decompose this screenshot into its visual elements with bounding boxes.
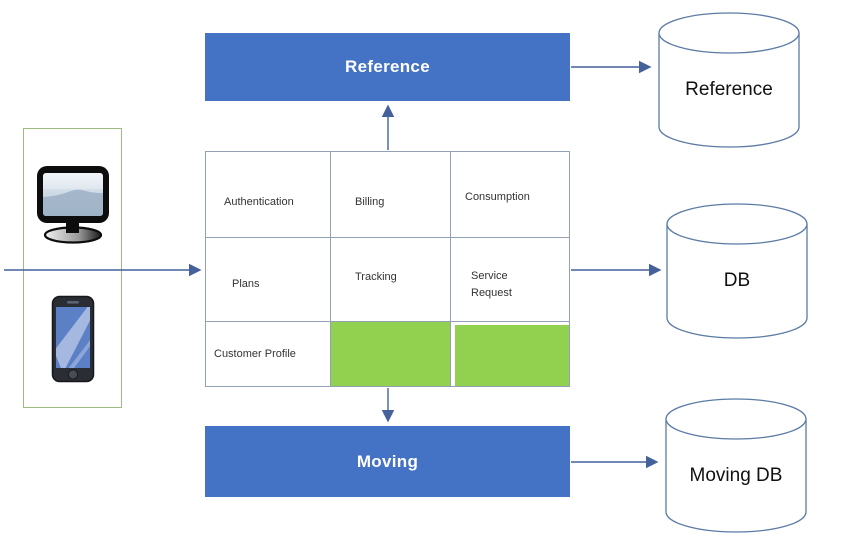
cylinder-shape [658,12,800,148]
moving-db-label: Moving DB [689,464,783,486]
grid-cell-customer-profile: Customer Profile [206,322,331,386]
moving-bar: Moving [205,426,570,497]
reference-db-cylinder: Reference [657,11,801,149]
grid-cell-authentication: Authentication [206,152,331,238]
reference-bar-label: Reference [345,57,430,76]
grid-cell-plans: Plans [206,238,331,322]
client-devices-panel [23,128,122,408]
moving-bar-label: Moving [356,451,419,471]
module-grid: Authentication Billing Consumption Plans… [205,151,570,387]
cylinder-shape [665,398,807,533]
smartphone-icon [51,295,94,383]
grid-cell-green-middle [331,322,451,386]
cylinder-shape [666,203,808,339]
grid-cell-consumption: Consumption [451,152,569,238]
reference-db-label: Reference [685,78,773,100]
grid-cell-billing: Billing [331,152,451,238]
desktop-monitor-icon [36,166,109,244]
grid-cell-green-right [451,322,569,386]
moving-db-cylinder: Moving DB [664,398,808,534]
grid-cell-service-request: Service Request [451,238,569,322]
db-cylinder: DB [665,202,809,340]
db-label: DB [723,269,751,291]
grid-cell-tracking: Tracking [331,238,451,322]
green-pane [455,325,569,386]
reference-bar: Reference [205,33,570,101]
